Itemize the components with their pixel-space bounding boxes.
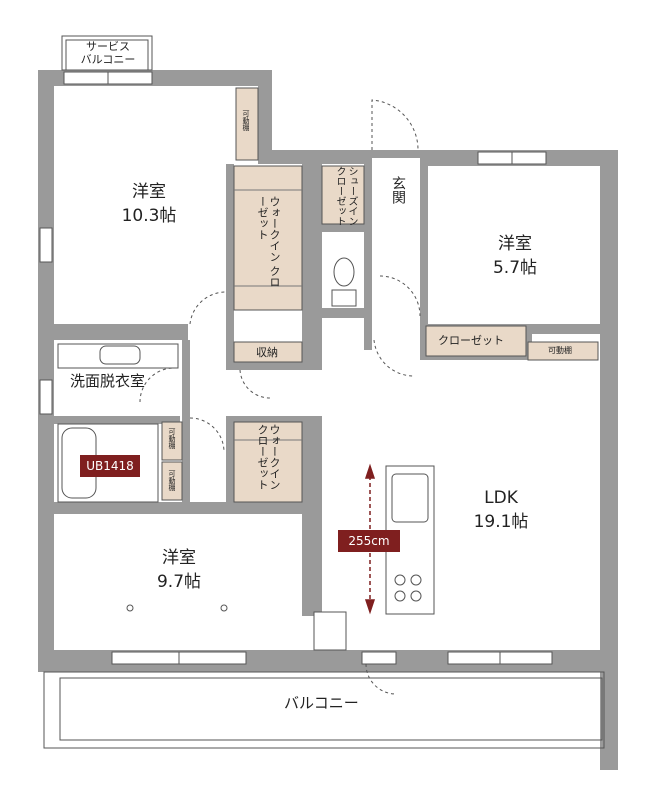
- bath-size-badge: UB1418: [80, 455, 140, 477]
- room-label-western-sw: 洋室 9.7帖: [124, 546, 234, 594]
- windows: [39, 71, 553, 665]
- walkin-closet-mid-label: ウォークイン クローゼット: [256, 424, 281, 490]
- room-label-western-ne: 洋室 5.7帖: [460, 232, 570, 280]
- washroom-label: 洗面脱衣室: [70, 372, 146, 390]
- closet-lines: [234, 189, 302, 441]
- room-size: 9.7帖: [156, 572, 202, 592]
- room-label-ldk: LDK 19.1帖: [446, 486, 556, 534]
- shelf-label-nw: 可動棚: [242, 110, 250, 131]
- room-size: 19.1帖: [473, 512, 529, 532]
- service-balcony-label: サービス バルコニー: [80, 40, 136, 66]
- room-size: 5.7帖: [492, 258, 538, 278]
- room-name: 洋室: [132, 182, 166, 202]
- shelf-label-bath-2: 可動棚: [168, 470, 176, 491]
- balcony: [43, 671, 605, 749]
- entrance-label: 玄関: [390, 176, 406, 204]
- ceiling-height-badge: 255cm: [338, 530, 400, 552]
- room-name: 洋室: [162, 548, 196, 568]
- shoes-closet-label: シューズイン クローゼット: [334, 166, 357, 226]
- room-name: 洋室: [498, 234, 532, 254]
- walkin-closet-top-label: ウォークイン クローゼット: [256, 196, 281, 288]
- shelf-label-bath-1: 可動棚: [168, 428, 176, 449]
- door-swings: [139, 99, 421, 695]
- balcony-label: バルコニー: [284, 694, 359, 712]
- shelf-label-ldk: 可動棚: [548, 346, 572, 355]
- storage-label: 収納: [256, 346, 278, 359]
- room-label-western-nw: 洋室 10.3帖: [94, 180, 204, 228]
- room-name: LDK: [484, 488, 518, 508]
- closet-label: クローゼット: [438, 334, 504, 347]
- room-size: 10.3帖: [121, 206, 177, 226]
- service-balcony: [61, 35, 153, 71]
